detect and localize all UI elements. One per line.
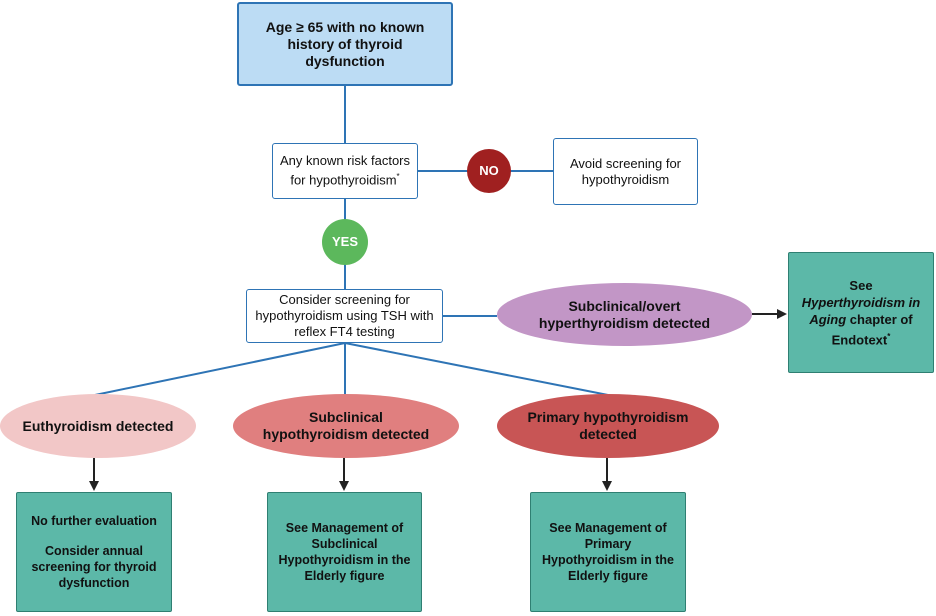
avoid-screening-node: Avoid screening for hypothyroidism bbox=[553, 138, 698, 205]
hyperthyroidism-label: Subclinical/overt hyperthyroidism detect… bbox=[538, 297, 711, 331]
subclinical-label: Subclinical hypothyroidism detected bbox=[262, 409, 430, 442]
outcome-euthyroid-line1: No further evaluation bbox=[31, 514, 157, 528]
line-screen-to-primary bbox=[344, 342, 609, 396]
outcome-euthyroid-line2: Consider annual screening for thyroid dy… bbox=[31, 544, 157, 590]
primary-hypothyroidism-node: Primary hypothyroidism detected bbox=[497, 394, 719, 458]
risk-factors-node: Any known risk factors for hypothyroidis… bbox=[272, 143, 418, 199]
see-hyper-footnote-mark: * bbox=[887, 331, 891, 341]
primary-label: Primary hypothyroidism detected bbox=[527, 409, 689, 442]
no-label: NO bbox=[479, 163, 499, 178]
yes-label: YES bbox=[331, 234, 358, 249]
line-screen-to-euthyroid bbox=[94, 342, 346, 396]
outcome-primary-node: See Management of Primary Hypothyroidism… bbox=[530, 492, 686, 612]
euthyroidism-label: Euthyroidism detected bbox=[22, 417, 174, 434]
see-hyper-title: Hyperthyroidism in Aging bbox=[801, 294, 921, 327]
screening-label: Consider screening for hypothyroidism us… bbox=[255, 292, 434, 339]
outcome-primary-label: See Management of Primary Hypothyroidism… bbox=[542, 521, 674, 583]
euthyroidism-detected-node: Euthyroidism detected bbox=[0, 394, 196, 458]
outcome-subclinical-label: See Management of Subclinical Hypothyroi… bbox=[278, 521, 411, 583]
risk-footnote-mark: * bbox=[396, 172, 400, 182]
see-hyperthyroidism-node: See Hyperthyroidism in Aging chapter of … bbox=[788, 252, 934, 373]
subclinical-hypothyroidism-node: Subclinical hypothyroidism detected bbox=[233, 394, 459, 458]
screening-node: Consider screening for hypothyroidism us… bbox=[246, 289, 443, 343]
start-label: Age ≥ 65 with no known history of thyroi… bbox=[265, 18, 425, 69]
hyperthyroidism-detected-node: Subclinical/overt hyperthyroidism detect… bbox=[497, 283, 752, 346]
see-hyper-prefix: See bbox=[849, 277, 873, 293]
avoid-screening-label: Avoid screening for hypothyroidism bbox=[569, 155, 682, 187]
outcome-subclinical-node: See Management of Subclinical Hypothyroi… bbox=[267, 492, 422, 612]
start-node: Age ≥ 65 with no known history of thyroi… bbox=[237, 2, 453, 86]
outcome-euthyroid-node: No further evaluation Consider annual sc… bbox=[16, 492, 172, 612]
risk-factors-label: Any known risk factors for hypothyroidis… bbox=[279, 153, 411, 188]
yes-decision-circle: YES bbox=[322, 219, 368, 265]
no-decision-circle: NO bbox=[467, 149, 511, 193]
see-hyper-suffix: chapter of Endotext bbox=[831, 311, 913, 348]
